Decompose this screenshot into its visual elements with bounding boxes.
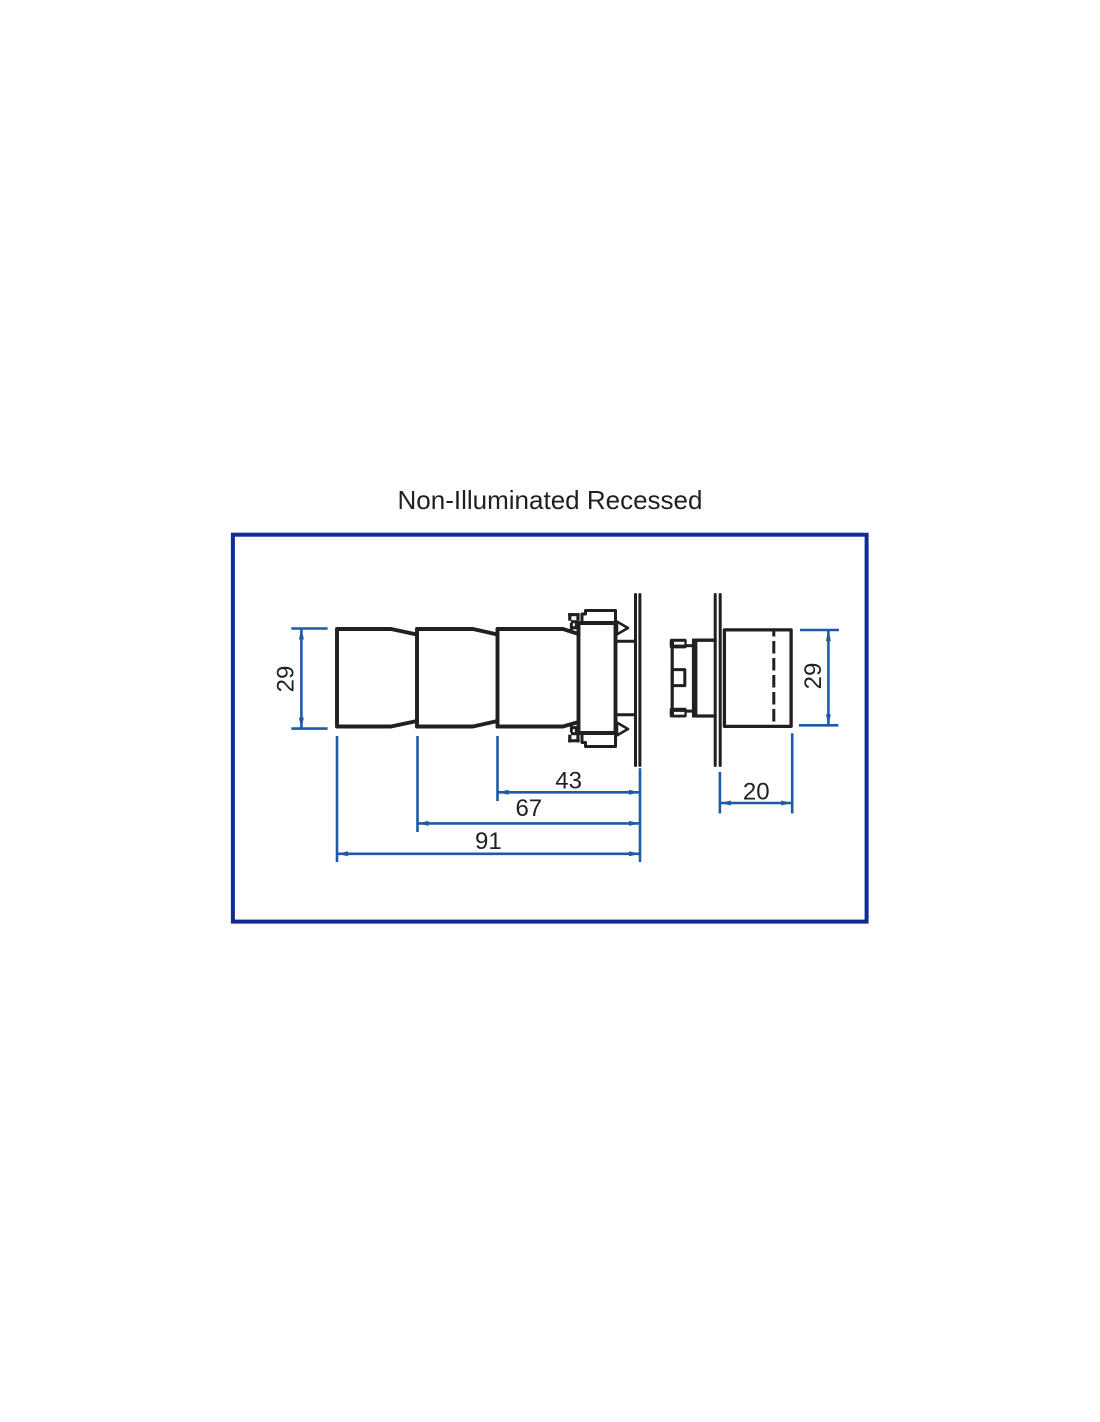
svg-text:67: 67	[515, 795, 542, 822]
svg-text:20: 20	[743, 779, 770, 806]
svg-text:91: 91	[475, 828, 502, 855]
svg-text:29: 29	[272, 666, 299, 693]
svg-text:Non-Illuminated Recessed: Non-Illuminated Recessed	[398, 485, 703, 515]
svg-text:29: 29	[800, 663, 827, 690]
svg-text:43: 43	[555, 768, 582, 795]
